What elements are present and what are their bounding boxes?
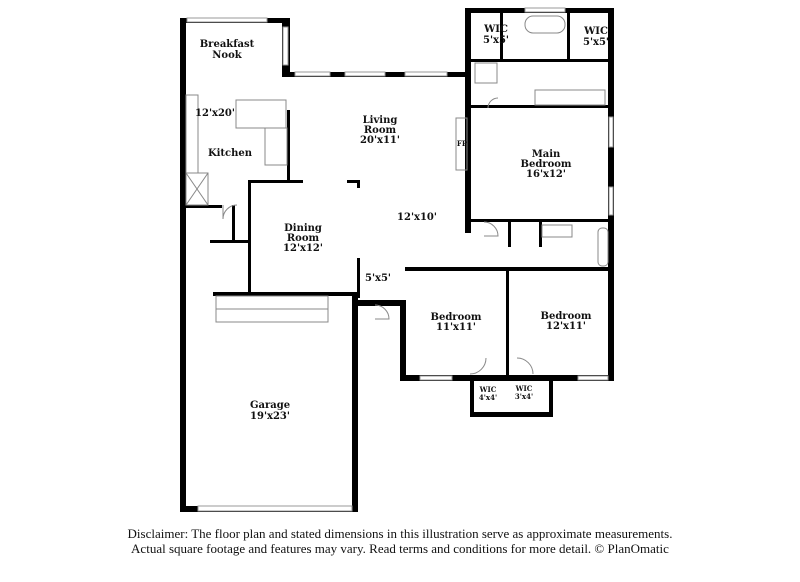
living-room-label: Living xyxy=(363,115,398,126)
living-room-size: 20'x11' xyxy=(360,135,400,146)
wic-left-label: WIC xyxy=(483,24,508,35)
wic-bed2-label: WIC xyxy=(479,385,497,394)
garage-size: 19'x23' xyxy=(250,411,290,422)
main-bedroom-size: 16'x12' xyxy=(526,169,566,180)
dining-room-label-2: Room xyxy=(287,233,320,244)
wic-left-size: 5'x5' xyxy=(483,35,509,46)
breakfast-nook-label-2: Nook xyxy=(212,50,242,61)
wic-bed3-size: 3'x4' xyxy=(515,392,533,401)
fireplace-label: FP xyxy=(457,139,468,148)
kitchen-label: Kitchen xyxy=(208,148,253,159)
main-bedroom-label-2: Bedroom xyxy=(521,159,572,170)
breakfast-nook-label: Breakfast xyxy=(200,39,255,50)
windows xyxy=(186,7,614,512)
fixtures xyxy=(185,15,609,375)
hall-size: 12'x10' xyxy=(397,212,437,223)
main-bedroom-label: Main xyxy=(532,149,561,160)
kitchen-size: 12'x20' xyxy=(195,108,235,119)
wic-right-size: 5'x5' xyxy=(583,37,609,48)
bedroom-3-label: Bedroom xyxy=(541,311,592,322)
living-room-label-2: Room xyxy=(364,125,397,136)
wic-bed3-label: WIC xyxy=(515,384,533,393)
bedroom-2-size: 11'x11' xyxy=(436,322,476,333)
garage-label: Garage xyxy=(250,400,290,411)
disclaimer-line-2: Actual square footage and features may v… xyxy=(131,541,669,556)
wic-bed2-size: 4'x4' xyxy=(479,393,497,402)
foyer-size: 5'x5' xyxy=(365,273,391,284)
walls xyxy=(180,8,614,512)
bedroom-2-label: Bedroom xyxy=(431,312,482,323)
disclaimer-line-1: Disclaimer: The floor plan and stated di… xyxy=(127,526,673,541)
dining-room-label: Dining xyxy=(284,223,322,234)
dining-room-size: 12'x12' xyxy=(283,243,323,254)
bedroom-3-size: 12'x11' xyxy=(546,321,586,332)
wic-right-label: WIC xyxy=(583,26,608,37)
